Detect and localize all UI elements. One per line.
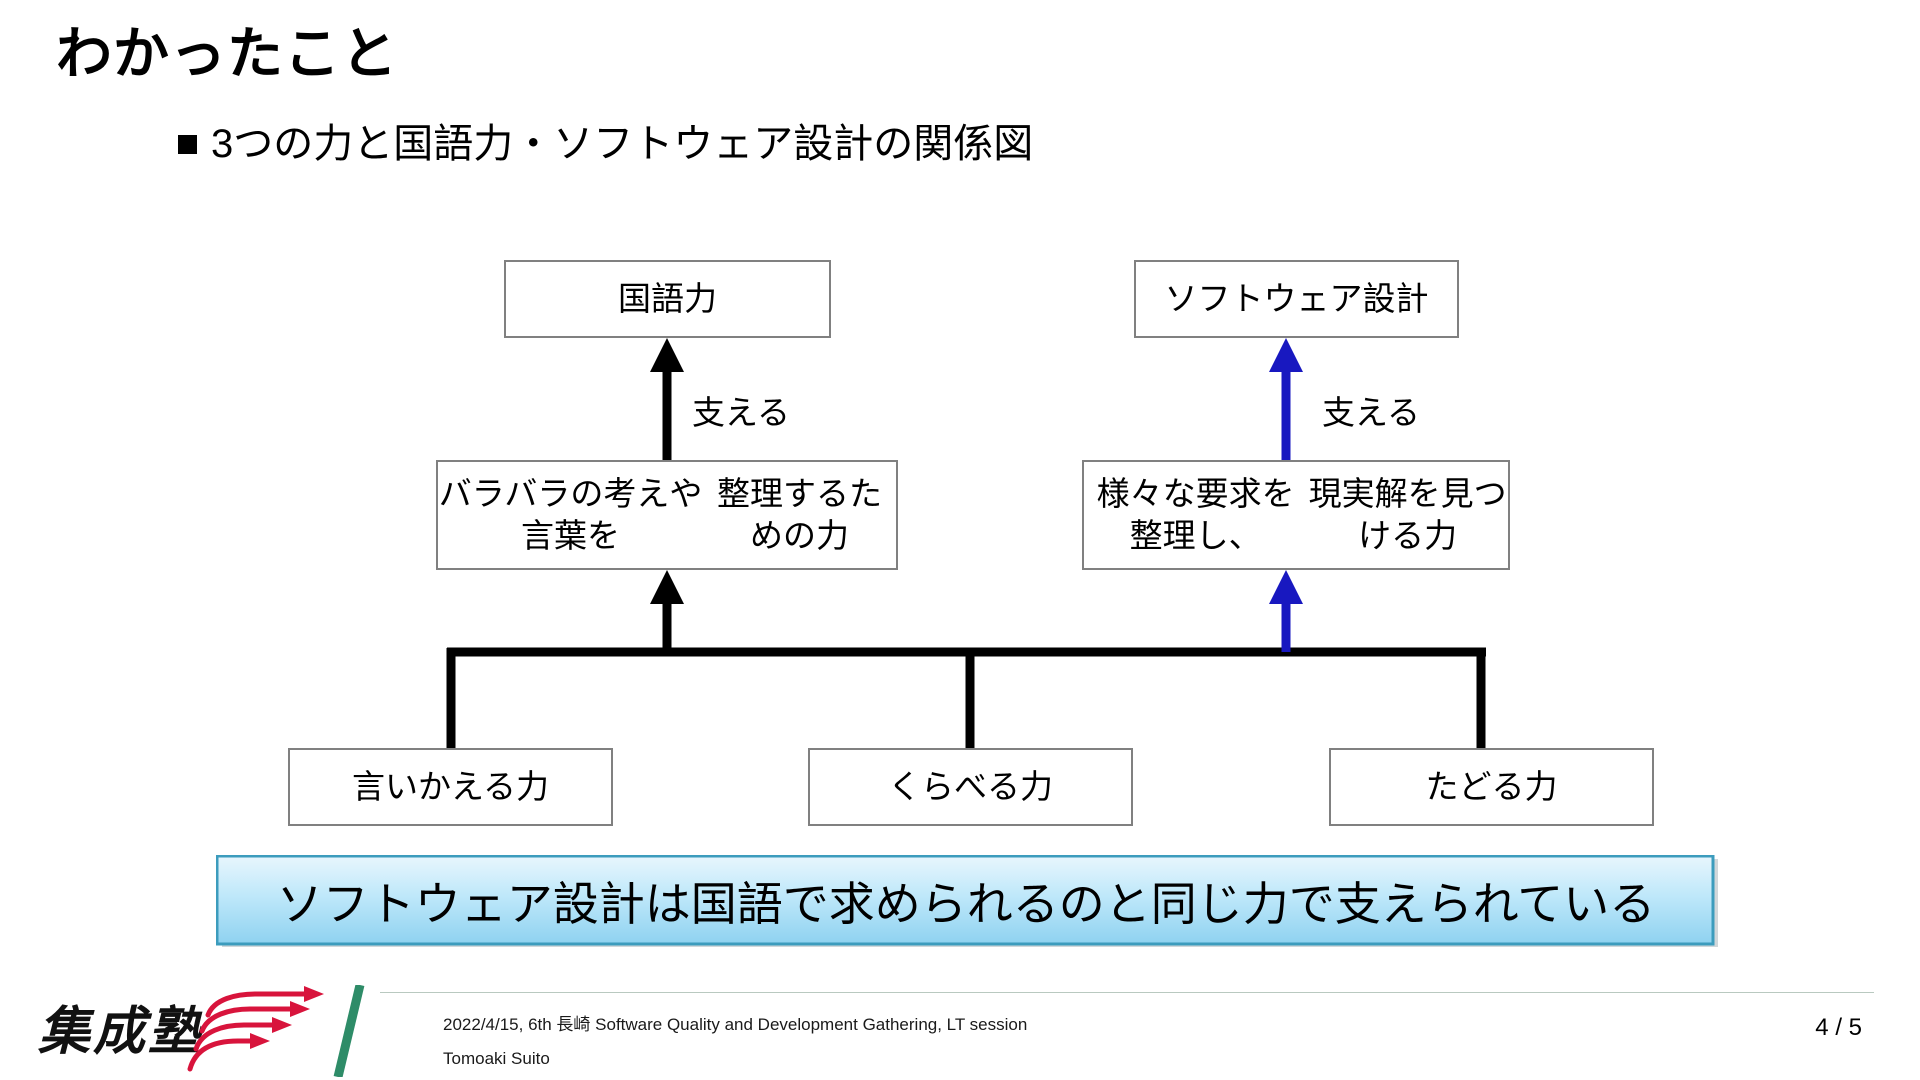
- page-number: 4 / 5: [1815, 1014, 1862, 1041]
- footer-text: 2022/4/15, 6th 長崎 Software Quality and D…: [443, 1008, 1027, 1076]
- node-kuraberu[interactable]: くらべる力: [808, 748, 1133, 826]
- logo-kanji-text: 集成塾: [38, 1001, 204, 1062]
- conclusion-banner: [216, 855, 1718, 947]
- edge-bus-to-bara: [650, 570, 684, 652]
- node-youkyuu[interactable]: 様々な要求を整理し、現実解を見つける力: [1082, 460, 1510, 570]
- footer-divider: [380, 992, 1874, 993]
- node-kokugoryoku[interactable]: 国語力: [504, 260, 831, 338]
- footer-event-line: 2022/4/15, 6th 長崎 Software Quality and D…: [443, 1015, 1028, 1034]
- edge-bara-to-kokugo: [650, 338, 684, 460]
- node-bara-bara[interactable]: バラバラの考えや言葉を整理するための力: [436, 460, 898, 570]
- bullet-row: 3つの力と国語力・ソフトウェア設計の関係図: [178, 122, 1033, 166]
- footer-author-line: Tomoaki Suito: [443, 1049, 550, 1068]
- node-software-design[interactable]: ソフトウェア設計: [1134, 260, 1459, 338]
- logo: 集成塾: [38, 985, 378, 1077]
- bullet-text: 3つの力と国語力・ソフトウェア設計の関係図: [211, 122, 1034, 166]
- node-tadoru[interactable]: たどる力: [1329, 748, 1654, 826]
- logo-slash-icon: [333, 985, 365, 1077]
- edge-bus-to-youkyuu: [1269, 570, 1303, 652]
- page-title: わかったこと: [56, 22, 398, 85]
- node-iikaeru[interactable]: 言いかえる力: [288, 748, 613, 826]
- square-bullet-icon: [178, 134, 197, 154]
- edge-youkyuu-to-swdesign: [1269, 338, 1303, 460]
- logo-arrows-icon: [187, 985, 365, 1077]
- conclusion-banner-text: ソフトウェア設計は国語で求められるのと同じ力で支えられている: [276, 878, 1656, 930]
